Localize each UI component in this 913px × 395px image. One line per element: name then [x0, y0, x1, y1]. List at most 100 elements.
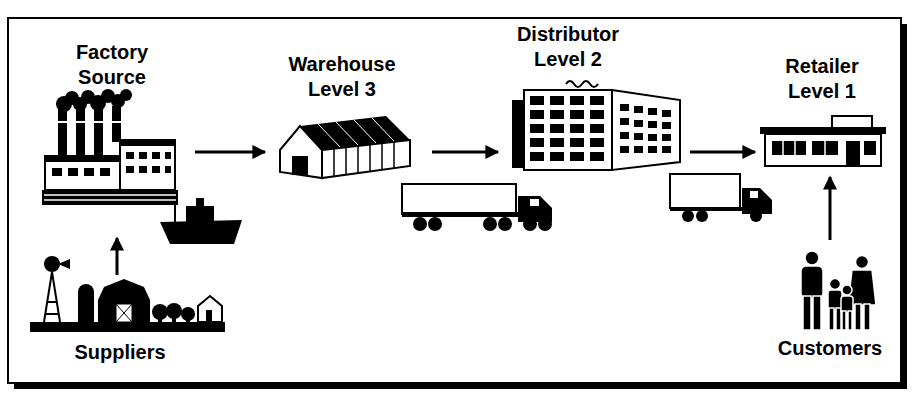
truck-illustration [483, 217, 497, 231]
stage-label: Warehouse Level 3 [277, 52, 407, 102]
warehouse-illustration [357, 146, 359, 173]
factory-illustration [112, 106, 121, 142]
factory-illustration [126, 152, 134, 159]
factory-illustration [58, 121, 67, 123]
customers-illustration [801, 251, 876, 330]
factory-illustration [126, 152, 171, 173]
factory-illustration [44, 194, 176, 196]
distributor-illustration [530, 138, 544, 147]
ship-illustration [160, 198, 242, 244]
customers-illustration [801, 266, 823, 298]
customers-illustration [842, 311, 846, 330]
distributor-illustration [570, 110, 584, 119]
delivery-truck-illustration [682, 210, 694, 222]
customers-illustration [805, 251, 819, 265]
delivery-truck-illustration [670, 174, 772, 222]
customers-illustration [813, 296, 821, 330]
stage-label: Retailer Level 1 [772, 54, 872, 104]
truck-illustration [498, 217, 512, 231]
delivery-truck-illustration [670, 174, 740, 208]
distributor-illustration [590, 96, 604, 105]
factory-illustration [112, 121, 121, 123]
distributor-illustration [620, 132, 629, 139]
stage-label: Factory Source [57, 40, 167, 90]
supply-chain-stage: Warehouse Level 3 [269, 48, 428, 185]
supply-chain-stage: Distributor Level 2 [502, 20, 686, 175]
warehouse-illustration [345, 147, 347, 175]
distributor-illustration [550, 124, 564, 133]
warehouse-illustration [322, 140, 410, 178]
factory-illustration [45, 156, 120, 162]
factory-illustration [120, 140, 175, 146]
store-illustration [783, 141, 825, 155]
warehouse-illustration [280, 126, 322, 178]
factory-illustration [58, 106, 67, 158]
store-illustration [832, 116, 872, 128]
farm-illustration [152, 303, 195, 324]
distributor-illustration [634, 106, 643, 113]
factory-illustration [68, 168, 78, 176]
distributor-illustration [662, 134, 671, 141]
distributor-illustration [648, 121, 657, 128]
factory-illustration [52, 168, 110, 176]
farm-illustration [116, 304, 132, 322]
truck-illustration [428, 217, 442, 231]
distributor-illustration [512, 100, 524, 168]
farm-illustration [116, 304, 132, 322]
farm-illustration [58, 259, 70, 269]
factory-illustration [84, 168, 94, 176]
warehouse-illustration [318, 124, 340, 147]
supply-chain-stage: Suppliers [28, 280, 228, 372]
distributor-illustration [648, 108, 657, 115]
factory-illustration [165, 152, 171, 159]
flow-arrow [116, 238, 119, 275]
distributor-illustration [550, 96, 564, 105]
warehouse-illustration [334, 142, 394, 176]
factory-illustration [44, 199, 176, 201]
factory-illustration [42, 89, 178, 205]
distributor-illustration [620, 104, 671, 153]
customers-illustration [856, 256, 869, 269]
factory-illustration [52, 168, 62, 176]
farm-illustration [30, 322, 225, 332]
customers-illustration [830, 279, 841, 290]
truck-illustration [530, 199, 539, 206]
factory-illustration [152, 166, 160, 173]
warehouse-illustration [372, 118, 394, 141]
factory-illustration [44, 195, 176, 200]
store-illustration [812, 141, 838, 155]
store-illustration [864, 141, 876, 155]
distributor-illustration [512, 81, 680, 170]
warehouse-illustration [369, 145, 371, 171]
distributor-illustration [590, 124, 604, 133]
factory-illustration [139, 152, 147, 159]
flow-arrow [690, 151, 755, 154]
distributor-illustration [612, 90, 680, 170]
distributor-illustration [662, 122, 671, 129]
distributor-illustration [570, 138, 584, 147]
warehouse-illustration [280, 116, 410, 178]
distributor-illustration [620, 118, 629, 125]
store-illustration [846, 141, 860, 166]
frame [8, 18, 901, 383]
farm-illustration [30, 256, 225, 332]
store-illustration [772, 141, 806, 155]
factory-illustration [94, 121, 103, 123]
customers-illustration [864, 304, 870, 330]
factory-illustration [94, 106, 103, 158]
factory-illustration [100, 168, 110, 176]
factory-illustration [58, 121, 121, 123]
truck-illustration [538, 217, 552, 231]
factory-illustration [120, 140, 175, 190]
factory-illustration [126, 166, 134, 173]
customers-illustration [829, 308, 834, 330]
distributor-illustration [590, 110, 604, 119]
customers-illustration [836, 308, 841, 330]
customers-illustration [803, 296, 811, 330]
factory-illustration [76, 106, 85, 158]
truck-illustration [402, 184, 516, 214]
warehouse-illustration [354, 120, 376, 143]
delivery-truck-illustration [750, 210, 762, 222]
frame [8, 18, 907, 389]
customers-illustration [828, 290, 842, 310]
